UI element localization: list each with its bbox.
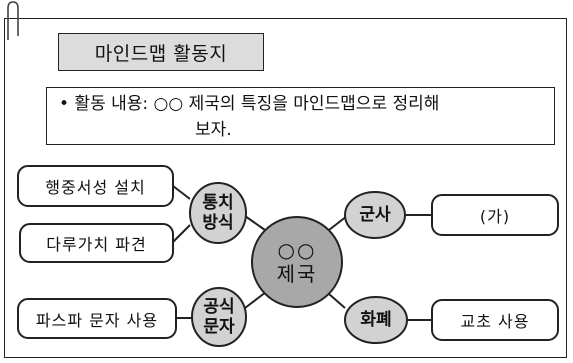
activity-line-2: 보자. bbox=[195, 120, 232, 140]
connector-center-branch3 bbox=[328, 215, 348, 231]
activity-text-1: ○○ 제국의 특징을 마인드맵으로 정리해 bbox=[153, 94, 440, 114]
leaf-box-3 bbox=[17, 298, 177, 339]
connector-branch1-center bbox=[244, 215, 266, 231]
worksheet-frame bbox=[4, 18, 567, 358]
branch-oval-2 bbox=[191, 287, 247, 347]
leaf-box-4 bbox=[431, 194, 559, 236]
worksheet-title: 마인드맵 활동지 bbox=[58, 33, 264, 71]
connector-leaf2-branch1 bbox=[172, 224, 191, 243]
activity-prefix: • 활동 내용: bbox=[59, 94, 149, 114]
center-circle bbox=[251, 216, 343, 308]
connector-leaf1-branch1 bbox=[172, 185, 191, 200]
branch-oval-1 bbox=[189, 182, 247, 244]
leaf-box-5 bbox=[431, 299, 559, 341]
paper-clip-icon bbox=[7, 1, 19, 40]
connector-center-branch4 bbox=[328, 293, 346, 309]
branch-oval-3 bbox=[344, 191, 406, 239]
activity-description: • 활동 내용: ○○ 제국의 특징을 마인드맵으로 정리해 보자. bbox=[46, 87, 555, 145]
leaf-box-2 bbox=[19, 223, 174, 263]
activity-line-1: • 활동 내용: ○○ 제국의 특징을 마인드맵으로 정리해 bbox=[59, 91, 544, 117]
connector-branch2-center bbox=[244, 291, 267, 309]
branch-oval-4 bbox=[344, 296, 408, 344]
leaf-box-1 bbox=[17, 165, 174, 207]
